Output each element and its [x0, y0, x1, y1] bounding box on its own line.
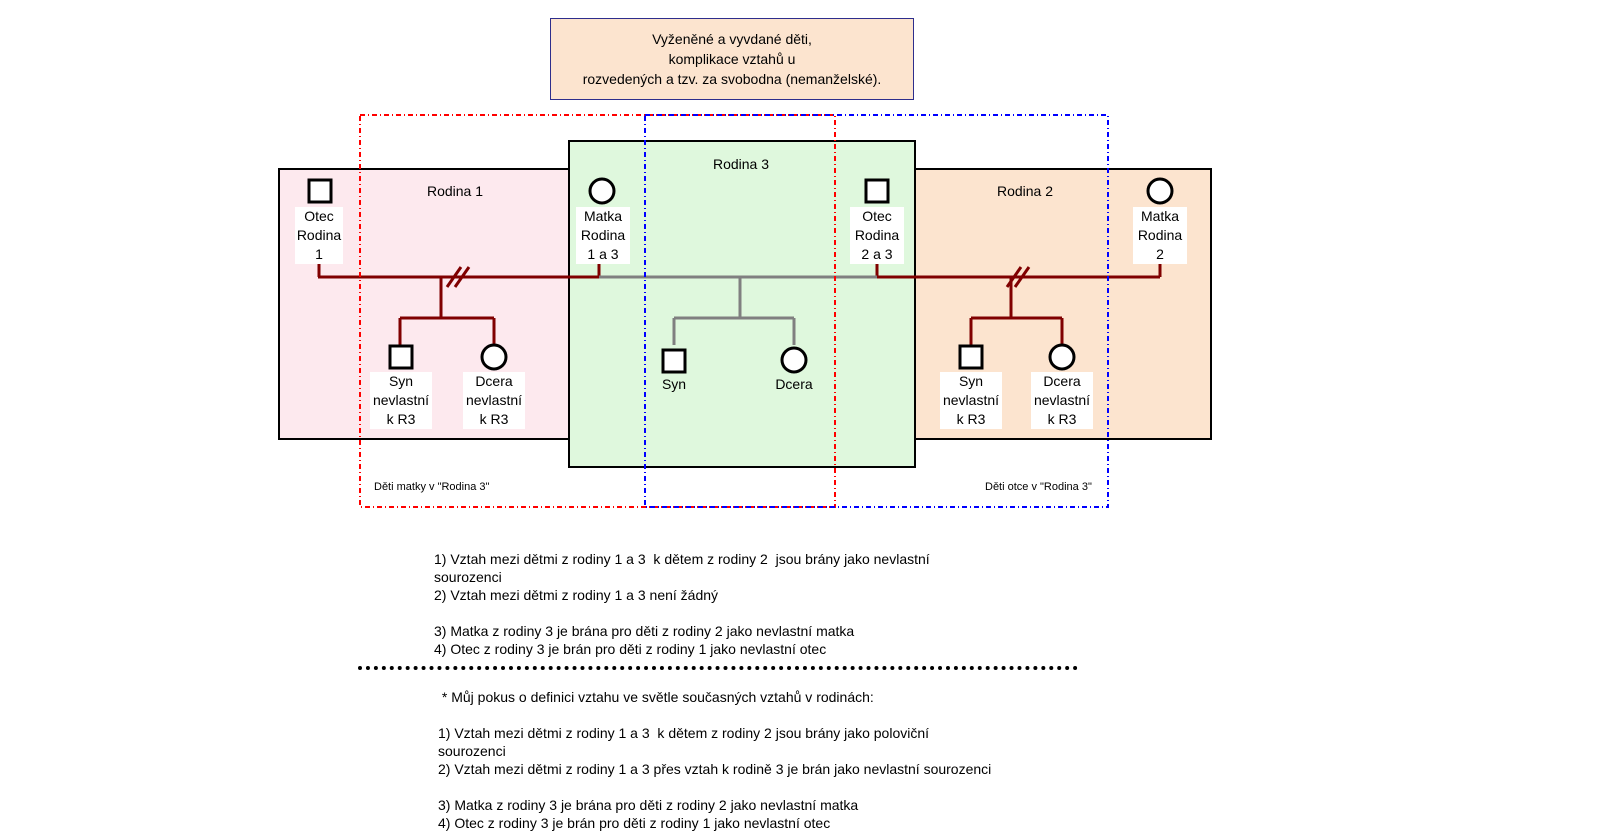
otec-rodina-2-a-3-symbol — [864, 178, 890, 204]
label-line: Rodina — [580, 227, 626, 243]
label-line: nevlastní — [942, 392, 1000, 408]
note-line: 4) Otec z rodiny 3 je brán pro děti z ro… — [434, 641, 827, 657]
label-line: nevlastní — [465, 392, 523, 408]
label-line: 1 a 3 — [587, 246, 619, 262]
label-line: Dcera — [475, 373, 513, 389]
diagram-title: Vyženěné a vyvdané děti, komplikace vzta… — [550, 18, 914, 100]
title-line: komplikace vztahů u — [668, 51, 796, 67]
otec-rodina-1-label: Otec Rodina 1 — [295, 207, 343, 264]
label-line: Rodina — [1137, 227, 1183, 243]
note-line: 1) Vztah mezi dětmi z rodiny 1 a 3 k dět… — [434, 551, 930, 567]
otec-rodina-1-symbol — [307, 178, 333, 204]
note-line — [434, 604, 930, 622]
note-line: * Můj pokus o definici vztahu ve světle … — [438, 689, 874, 705]
family-3-box — [568, 140, 916, 468]
label-line: Rodina — [296, 227, 342, 243]
label-line: Otec — [862, 208, 892, 224]
dcera-r1-label: Dcera nevlastní k R3 — [463, 372, 525, 429]
matka-rodina-1-a-3-symbol — [588, 177, 616, 205]
label-line: 1 — [315, 246, 323, 262]
syn-r1-label: Syn nevlastní k R3 — [370, 372, 432, 429]
notes-top: 1) Vztah mezi dětmi z rodiny 1 a 3 k dět… — [434, 550, 930, 658]
label-line: nevlastní — [1033, 392, 1091, 408]
dcera-r3-symbol — [780, 346, 808, 374]
note-line: sourozenci — [438, 743, 506, 759]
note-line — [438, 778, 991, 796]
syn-r1-symbol — [388, 344, 414, 370]
syn-r2-label: Syn nevlastní k R3 — [940, 372, 1002, 429]
label-line: Dcera — [1043, 373, 1081, 389]
label-line: Syn — [958, 373, 984, 389]
label-line: 2 a 3 — [861, 246, 893, 262]
title-line: Vyženěné a vyvdané děti, — [652, 31, 812, 47]
label-line: 2 — [1156, 246, 1164, 262]
note-line: 1) Vztah mezi dětmi z rodiny 1 a 3 k dět… — [438, 725, 930, 741]
matka-rodina-2-symbol — [1146, 177, 1174, 205]
note-line: 3) Matka z rodiny 3 je brána pro děti z … — [434, 623, 855, 639]
label-line: Syn — [661, 376, 687, 392]
syn-r3-label: Syn — [654, 375, 694, 394]
mother-children-group-border — [359, 114, 836, 508]
father-children-caption: Děti otce v "Rodina 3" — [985, 481, 1092, 493]
notes-bottom: * Můj pokus o definici vztahu ve světle … — [438, 688, 991, 832]
note-line: 2) Vztah mezi dětmi z rodiny 1 a 3 přes … — [438, 761, 992, 777]
label-line: Dcera — [775, 376, 813, 392]
label-line: k R3 — [479, 411, 509, 427]
otec-rodina-2-a-3-label: Otec Rodina 2 a 3 — [850, 207, 904, 264]
dcera-r1-symbol — [480, 343, 508, 371]
family-3-label: Rodina 3 — [712, 156, 770, 172]
note-line: 2) Vztah mezi dětmi z rodiny 1 a 3 není … — [434, 587, 719, 603]
syn-r2-symbol — [958, 344, 984, 370]
father-children-group-border — [644, 114, 1109, 508]
label-line: Otec — [304, 208, 334, 224]
matka-rodina-1-a-3-label: Matka Rodina 1 a 3 — [576, 207, 630, 264]
note-line — [438, 706, 991, 724]
note-line: 3) Matka z rodiny 3 je brána pro děti z … — [438, 797, 859, 813]
matka-rodina-2-label: Matka Rodina 2 — [1133, 207, 1187, 264]
family-1-label: Rodina 1 — [426, 183, 484, 199]
dcera-r2-label: Dcera nevlastní k R3 — [1031, 372, 1093, 429]
dcera-r2-symbol — [1048, 343, 1076, 371]
note-line: sourozenci — [434, 569, 502, 585]
dcera-r3-label: Dcera — [769, 375, 819, 394]
mother-children-caption: Děti matky v "Rodina 3" — [374, 481, 490, 493]
label-line: Matka — [1140, 208, 1180, 224]
label-line: Rodina — [854, 227, 900, 243]
label-line: nevlastní — [372, 392, 430, 408]
title-line: rozvedených a tzv. za svobodna (nemanžel… — [582, 71, 882, 87]
family-2-label: Rodina 2 — [996, 183, 1054, 199]
label-line: Syn — [388, 373, 414, 389]
label-line: Matka — [583, 208, 623, 224]
dotted-separator — [358, 666, 1078, 670]
label-line: k R3 — [1047, 411, 1077, 427]
label-line: k R3 — [386, 411, 416, 427]
syn-r3-symbol — [661, 348, 687, 374]
note-line: 4) Otec z rodiny 3 je brán pro děti z ro… — [438, 815, 831, 831]
label-line: k R3 — [956, 411, 986, 427]
